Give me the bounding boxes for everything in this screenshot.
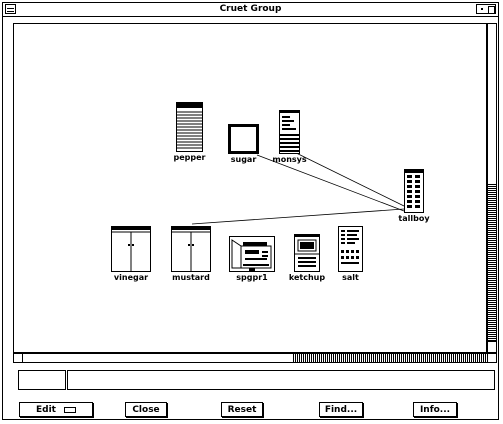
node-label: monsys	[272, 155, 307, 164]
node-sugar[interactable]: sugar	[228, 124, 259, 164]
node-label: ketchup	[288, 273, 326, 282]
node-label: spgpr1	[236, 273, 268, 282]
node-label: mustard	[172, 273, 210, 282]
horizontal-scrollbar[interactable]	[13, 353, 497, 363]
network-canvas[interactable]: pepper sugar monsys	[13, 23, 487, 353]
title-bar[interactable]: Cruet Group	[3, 3, 498, 17]
node-tallboy[interactable]: tallboy	[398, 169, 430, 223]
printer-icon	[229, 236, 275, 272]
server-icon	[279, 110, 300, 154]
find-button[interactable]: Find...	[319, 402, 363, 417]
node-label: salt	[342, 273, 359, 282]
connection-lines	[191, 146, 405, 225]
vertical-scrollbar[interactable]	[487, 23, 497, 353]
menu-indicator-icon	[63, 406, 76, 413]
reset-button[interactable]: Reset	[221, 402, 263, 417]
node-pepper[interactable]: pepper	[174, 102, 205, 162]
node-spgpr1[interactable]: spgpr1	[229, 236, 275, 282]
scroll-down-arrow[interactable]	[488, 341, 496, 352]
edge-sugar-tallboy	[256, 154, 405, 212]
horizontal-scroll-thumb[interactable]	[23, 354, 294, 362]
server-icon	[404, 169, 424, 213]
status-message-field	[67, 370, 495, 390]
cabinet-icon	[171, 226, 211, 272]
scroll-right-arrow[interactable]	[487, 354, 496, 362]
node-label: vinegar	[113, 273, 149, 282]
edit-menu-button[interactable]: Edit	[19, 402, 93, 417]
node-monsys[interactable]: monsys	[272, 110, 307, 164]
node-label: pepper	[173, 153, 206, 162]
cruet-group-window: Cruet Group	[2, 2, 499, 420]
vertical-scroll-thumb[interactable]	[488, 34, 496, 185]
window-menu-icon[interactable]	[5, 4, 16, 14]
node-vinegar[interactable]: vinegar	[111, 226, 151, 282]
edge-monsys-tallboy	[283, 146, 405, 207]
server-icon	[176, 102, 203, 152]
info-button[interactable]: Info...	[413, 402, 457, 417]
node-label: tallboy	[398, 214, 430, 223]
workstation-icon	[228, 124, 259, 154]
node-label: sugar	[230, 155, 257, 164]
close-button[interactable]: Close	[125, 402, 167, 417]
terminal-icon	[294, 234, 320, 272]
maximize-icon[interactable]	[476, 4, 496, 14]
edit-button-label: Edit	[36, 404, 56, 415]
status-indicator	[18, 370, 66, 390]
node-mustard[interactable]: mustard	[171, 226, 211, 282]
window-title: Cruet Group	[219, 4, 282, 14]
edge-mustard-tallboy	[191, 208, 405, 225]
node-salt[interactable]: salt	[338, 226, 363, 282]
server-icon	[338, 226, 363, 272]
scroll-left-arrow[interactable]	[14, 354, 23, 362]
cabinet-icon	[111, 226, 151, 272]
node-ketchup[interactable]: ketchup	[289, 234, 325, 282]
